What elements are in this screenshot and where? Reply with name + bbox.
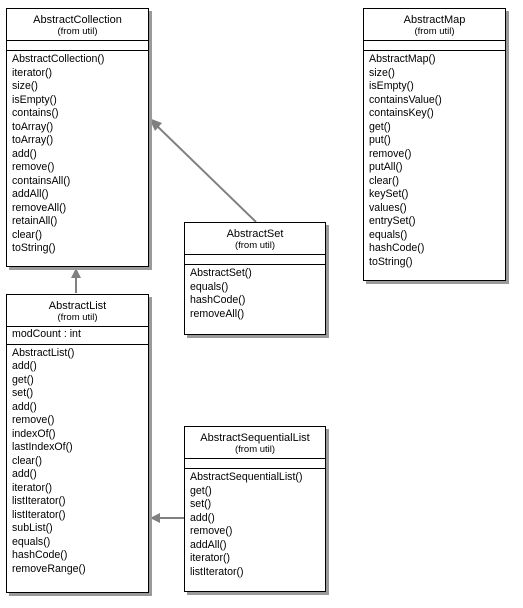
arrowhead-set-to-collection <box>149 118 162 131</box>
operation: toArray() <box>12 134 54 146</box>
class-package: (from util) <box>234 444 276 455</box>
attribute: modCount : int <box>12 328 81 340</box>
class-abstract-list: AbstractList (from util) modCount : int … <box>6 294 149 593</box>
class-header: AbstractSequentialList (from util) <box>185 427 325 459</box>
operation: listIterator() <box>12 495 66 507</box>
attributes-compartment <box>185 459 325 469</box>
operation: lastIndexOf() <box>12 441 73 453</box>
operation: set() <box>190 498 212 510</box>
attributes-compartment <box>7 41 148 51</box>
operation: get() <box>190 484 212 497</box>
operation: clear() <box>12 454 43 467</box>
class-abstract-collection: AbstractCollection (from util) AbstractC… <box>6 8 149 267</box>
operation: equals() <box>12 535 51 548</box>
operation: toString() <box>12 242 56 254</box>
operations-compartment: AbstractSequentialList() get() set() add… <box>185 469 325 581</box>
operation: clear() <box>369 174 400 187</box>
operation: get() <box>369 120 391 133</box>
arrowhead-seqlist-to-list <box>150 513 160 523</box>
operation: values() <box>369 201 407 214</box>
operation: AbstractSequentialList() <box>190 471 303 483</box>
operation: isEmpty() <box>369 80 414 92</box>
operation: size() <box>12 80 38 92</box>
operation: remove() <box>12 161 55 173</box>
operation: containsValue() <box>369 93 442 106</box>
operations-compartment: AbstractSet() equals() hashCode() remove… <box>185 265 325 323</box>
operation: equals() <box>369 228 408 241</box>
operation: retainAll() <box>12 215 58 227</box>
operation: subList() <box>12 522 53 534</box>
operation: iterator() <box>12 66 53 79</box>
operation: set() <box>12 387 34 399</box>
operation: removeRange() <box>12 562 86 575</box>
operation: put() <box>369 134 391 146</box>
operations-compartment: AbstractList() add() get() set() add() r… <box>7 345 148 579</box>
operation: remove() <box>369 147 412 160</box>
operation: add() <box>12 468 37 480</box>
operation: AbstractCollection() <box>12 53 105 65</box>
attributes-compartment <box>364 41 505 51</box>
class-abstract-sequential-list: AbstractSequentialList (from util) Abstr… <box>184 426 326 592</box>
operation: toString() <box>369 255 413 268</box>
operation: containsAll() <box>12 174 71 187</box>
operation: addAll() <box>190 538 227 551</box>
operation: AbstractList() <box>12 346 75 359</box>
operation: hashCode() <box>12 549 68 561</box>
operation: remove() <box>12 414 55 426</box>
operation: isEmpty() <box>12 93 57 106</box>
operation: remove() <box>190 525 233 537</box>
link-set-to-collection <box>154 123 257 223</box>
operation: indexOf() <box>12 427 56 440</box>
operation: iterator() <box>190 552 231 564</box>
operation: hashCode() <box>190 294 246 306</box>
attributes-compartment <box>185 255 325 265</box>
class-header: AbstractMap (from util) <box>364 9 505 41</box>
class-package: (from util) <box>234 240 276 251</box>
arrowhead-list-to-collection <box>71 268 81 278</box>
class-package: (from util) <box>57 312 98 323</box>
operation: AbstractMap() <box>369 53 436 65</box>
class-abstract-map: AbstractMap (from util) AbstractMap() si… <box>363 8 506 281</box>
attributes-compartment: modCount : int <box>7 327 148 345</box>
class-abstract-set: AbstractSet (from util) AbstractSet() eq… <box>184 222 326 335</box>
operation: equals() <box>190 280 229 293</box>
operations-compartment: AbstractMap() size() isEmpty() containsV… <box>364 51 505 271</box>
operation: add() <box>12 147 37 160</box>
class-name: AbstractSequentialList <box>200 432 310 444</box>
class-header: AbstractList (from util) <box>7 295 148 327</box>
class-name: AbstractCollection <box>33 14 122 26</box>
operation: toArray() <box>12 120 54 133</box>
operation: entrySet() <box>369 215 416 227</box>
operation: add() <box>12 360 37 372</box>
class-name: AbstractList <box>48 300 107 312</box>
operation: AbstractSet() <box>190 267 252 279</box>
operation: add() <box>12 400 37 413</box>
operation: addAll() <box>12 188 49 200</box>
operation: putAll() <box>369 161 403 173</box>
operation: removeAll() <box>190 307 245 320</box>
class-name: AbstractMap <box>403 14 466 26</box>
operation: listIterator() <box>12 508 66 521</box>
class-header: AbstractSet (from util) <box>185 223 325 255</box>
operation: add() <box>190 511 215 524</box>
operation: get() <box>12 373 34 386</box>
operation: listIterator() <box>190 565 244 578</box>
operation: iterator() <box>12 481 53 494</box>
operation: hashCode() <box>369 242 425 254</box>
operation: contains() <box>12 107 59 119</box>
operations-compartment: AbstractCollection() iterator() size() i… <box>7 51 148 258</box>
operation: size() <box>369 66 395 79</box>
class-name: AbstractSet <box>226 228 284 240</box>
class-package: (from util) <box>57 26 98 37</box>
class-package: (from util) <box>414 26 455 37</box>
operation: clear() <box>12 228 43 241</box>
operation: containsKey() <box>369 107 434 119</box>
operation: keySet() <box>369 188 409 200</box>
operation: removeAll() <box>12 201 67 214</box>
class-header: AbstractCollection (from util) <box>7 9 148 41</box>
